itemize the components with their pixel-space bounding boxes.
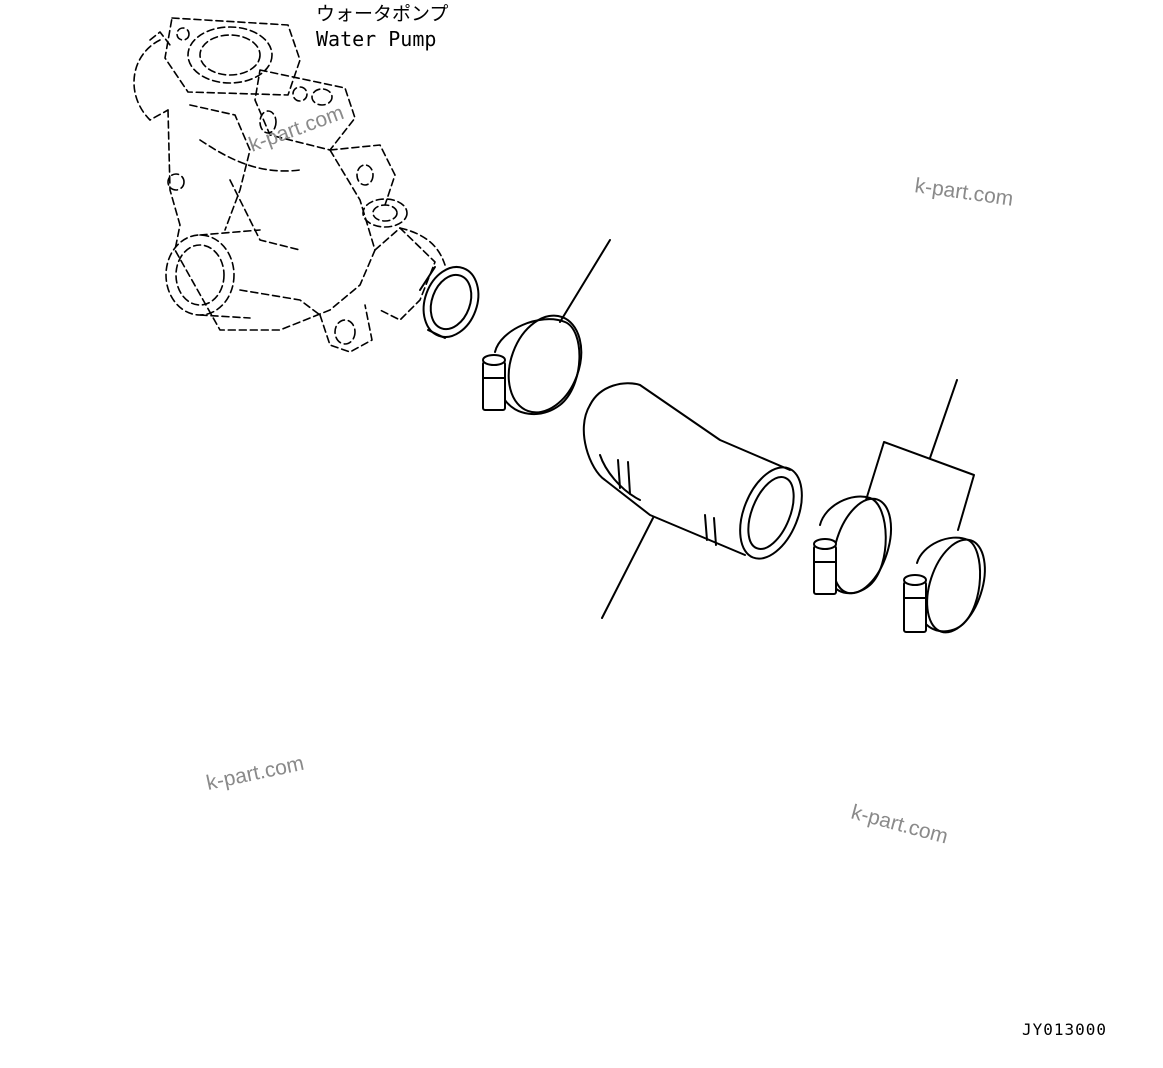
drawing-code: JY013000 xyxy=(1022,1020,1107,1039)
water-pump-label-english: Water Pump xyxy=(316,27,436,51)
hose-clamp-2 xyxy=(813,495,892,595)
leader-bracket-clamps xyxy=(865,379,975,531)
leader-line-clamp-1 xyxy=(559,239,611,323)
watermark: k-part.com xyxy=(913,174,1014,211)
water-pump-label-japanese: ウォータポンプ xyxy=(316,3,448,25)
coolant-hose xyxy=(582,382,803,619)
hose-clamp-3 xyxy=(903,536,986,634)
watermark: k-part.com xyxy=(204,752,306,795)
hose-clamp-1 xyxy=(482,239,611,416)
water-pump-illustration xyxy=(133,17,480,353)
watermark: k-part.com xyxy=(849,801,951,849)
leader-line-hose xyxy=(601,517,654,619)
